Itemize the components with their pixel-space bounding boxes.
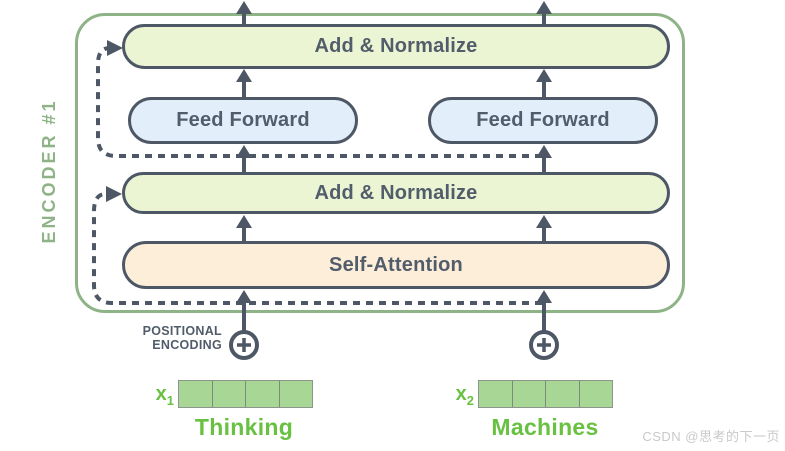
vector-cell	[279, 381, 312, 407]
self-attention-block: Self-Attention	[122, 241, 670, 289]
positional-encoding-label-line1: POSITIONAL	[142, 324, 222, 338]
vector-cell	[246, 381, 280, 407]
input-x2-label: x2	[455, 383, 474, 408]
vector-cell	[212, 381, 246, 407]
vector-cell	[512, 381, 546, 407]
feed-forward-left-block: Feed Forward	[128, 97, 358, 144]
residual-dashed-connections	[92, 40, 542, 305]
csdn-watermark: CSDN @思考的下一页	[642, 429, 780, 444]
positional-plus-icon	[229, 330, 259, 360]
vector-cell	[579, 381, 612, 407]
vector-cell	[179, 381, 213, 407]
input-x1-embedding-vector	[178, 380, 313, 408]
input-x1-label: x1	[155, 383, 174, 408]
vector-cell	[479, 381, 513, 407]
input-word-machines: Machines	[491, 414, 599, 440]
add-normalize-top-block: Add & Normalize	[122, 24, 670, 69]
feed-forward-right-block: Feed Forward	[428, 97, 658, 144]
vector-cell	[546, 381, 580, 407]
input-word-thinking: Thinking	[194, 414, 294, 440]
positional-plus-icon	[529, 330, 559, 360]
encoder-frame	[75, 13, 685, 313]
add-normalize-mid-block: Add & Normalize	[122, 172, 670, 214]
input-x2-embedding-vector	[478, 380, 613, 408]
positional-encoding-label-line2: ENCODING	[152, 337, 222, 352]
positional-encoding-label: POSITIONAL ENCODING	[116, 324, 222, 352]
